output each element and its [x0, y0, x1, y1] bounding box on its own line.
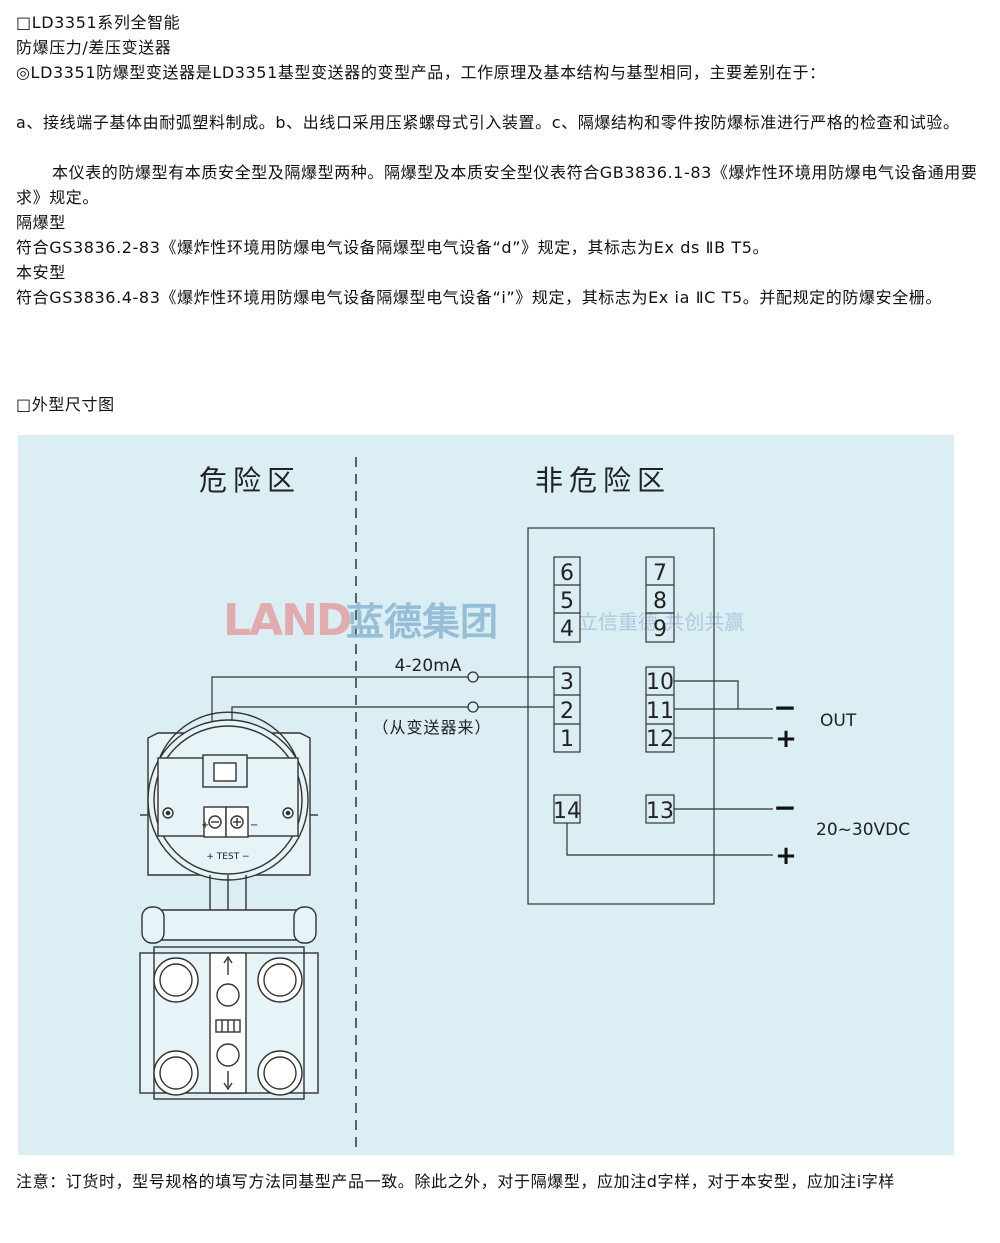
from-transmitter-label: （从变送器来）	[372, 718, 491, 737]
watermark-slogan: 立信重德 共创共赢	[578, 610, 744, 634]
intrinsic-heading: 本安型	[16, 263, 66, 282]
power-label: 20~30VDC	[816, 820, 910, 840]
hazard-zone-label: 危险区	[199, 464, 301, 497]
power-plus-sign: +	[775, 841, 797, 871]
flameproof-heading: 隔爆型	[16, 213, 66, 232]
signal-label: 4-20mA	[395, 656, 462, 676]
terminal-9: 9	[653, 617, 667, 642]
terminal-6: 6	[560, 561, 574, 586]
terminal-13: 13	[646, 799, 674, 824]
features-paragraph: a、接线端子基体由耐弧塑料制成。b、出线口采用压紧螺母式引入装置。c、隔爆结构和…	[16, 113, 960, 132]
out-minus-sign: −	[773, 691, 796, 724]
section-heading: □外型尺寸图	[16, 395, 115, 414]
wiring-diagram: 危险区 非危险区 LAND 蓝德集团 立信重德 共创共赢 6 5 4 3 2 1	[18, 435, 954, 1155]
watermark-brand: 蓝德集团	[346, 600, 498, 644]
flameproof-text: 符合GS3836.2-83《爆炸性环境用防爆电气设备隔爆型电气设备“d”》规定，…	[16, 238, 770, 257]
terminal-10: 10	[646, 670, 674, 695]
out-plus-sign: +	[775, 724, 797, 754]
terminal-8: 8	[653, 589, 667, 614]
terminal-1: 1	[560, 727, 574, 752]
terminal-2: 2	[560, 699, 574, 724]
signal-minus-node	[467, 701, 479, 713]
watermark-logo: LAND	[223, 595, 351, 646]
terminal-7: 7	[653, 561, 667, 586]
transmitter-minus-mark: −	[250, 820, 258, 831]
safety-barrier-box	[527, 527, 715, 905]
safe-zone-label: 非危险区	[535, 464, 671, 497]
terminal-11: 11	[646, 699, 674, 724]
power-minus-sign: −	[773, 791, 796, 824]
terminal-4: 4	[560, 617, 574, 642]
terminal-3: 3	[560, 670, 574, 695]
standards-paragraph: 本仪表的防爆型有本质安全型及隔爆型两种。隔爆型及本质安全型仪表符合GB3836.…	[16, 163, 978, 207]
signal-plus-node	[467, 671, 479, 683]
terminal-column-left	[553, 556, 581, 824]
transmitter-plus-mark: +	[201, 820, 209, 831]
terminal-14: 14	[553, 799, 581, 824]
order-note: 注意：订货时，型号规格的填写方法同基型产品一致。除此之外，对于隔爆型，应加注d字…	[16, 1172, 896, 1191]
test-label: + TEST −	[206, 852, 249, 862]
transmitter-drawing	[139, 711, 319, 1100]
doc-title: □LD3351系列全智能	[16, 13, 181, 32]
out-label: OUT	[820, 711, 857, 731]
terminal-column-right	[645, 556, 675, 824]
terminal-5: 5	[560, 589, 574, 614]
intro-paragraph: ◎LD3351防爆型变送器是LD3351基型变送器的变型产品，工作原理及基本结构…	[16, 63, 826, 82]
watermark: LAND 蓝德集团 立信重德 共创共赢	[223, 595, 744, 646]
doc-subtitle: 防爆压力/差压变送器	[16, 38, 172, 57]
terminal-12: 12	[646, 727, 674, 752]
intrinsic-text: 符合GS3836.4-83《爆炸性环境用防爆电气设备隔爆型电气设备“i”》规定，…	[16, 288, 942, 307]
wiring-diagram-svg: 危险区 非危险区 LAND 蓝德集团 立信重德 共创共赢 6 5 4 3 2 1	[139, 457, 910, 1150]
